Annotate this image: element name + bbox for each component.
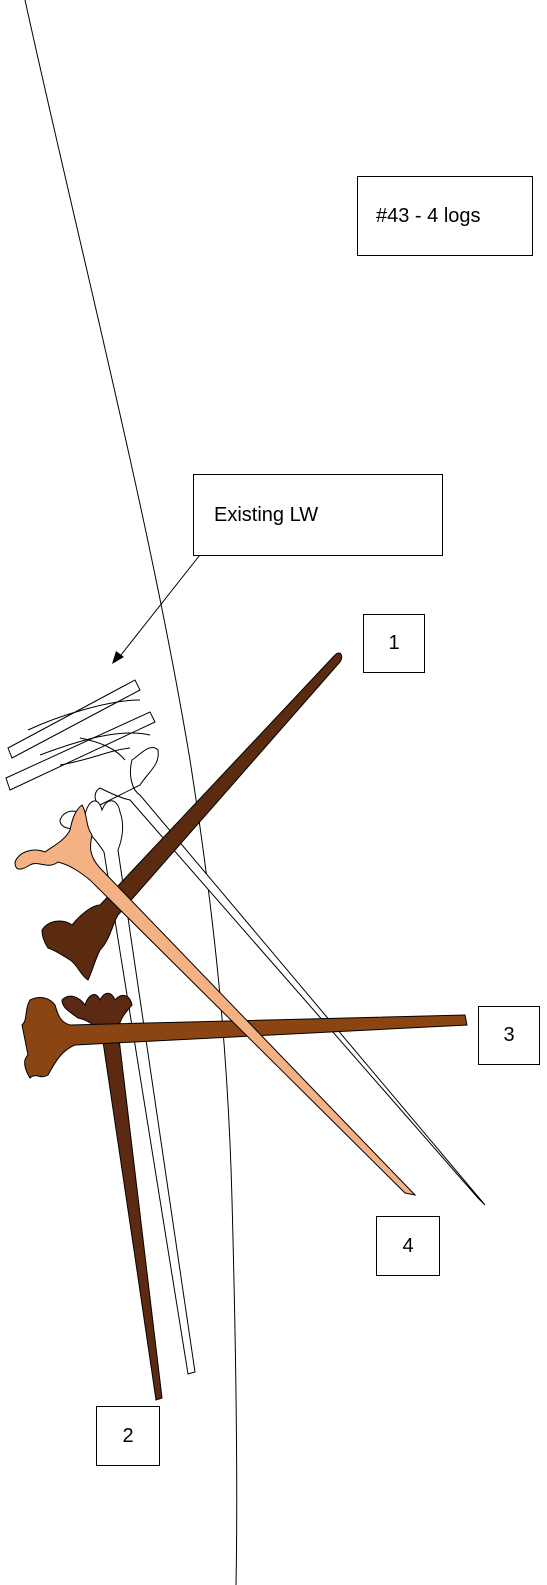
log-4-label-text: 4: [402, 1234, 414, 1257]
log-2-label-text: 2: [122, 1424, 134, 1447]
white-log-long: [94, 746, 486, 1206]
log-3: [21, 997, 468, 1079]
existing-lw-text: Existing LW: [214, 503, 319, 526]
log-3-label: 3: [478, 1006, 540, 1065]
arrow-head: [112, 651, 124, 664]
log-3-label-text: 3: [503, 1024, 515, 1046]
log-2-label: 2: [96, 1406, 160, 1466]
log-4: [14, 804, 417, 1196]
existing-lw-box: Existing LW: [193, 474, 443, 556]
site-title-text: #43 - 4 logs: [376, 204, 481, 227]
log-1-label: 1: [363, 614, 425, 673]
site-title-box: #43 - 4 logs: [357, 176, 533, 256]
stream-bank-line: [24, 0, 238, 1585]
log-1-label-text: 1: [388, 632, 400, 654]
leader-arrow: [116, 545, 208, 661]
existing-lw-pile: [5, 679, 156, 791]
log-4-label: 4: [376, 1216, 440, 1276]
